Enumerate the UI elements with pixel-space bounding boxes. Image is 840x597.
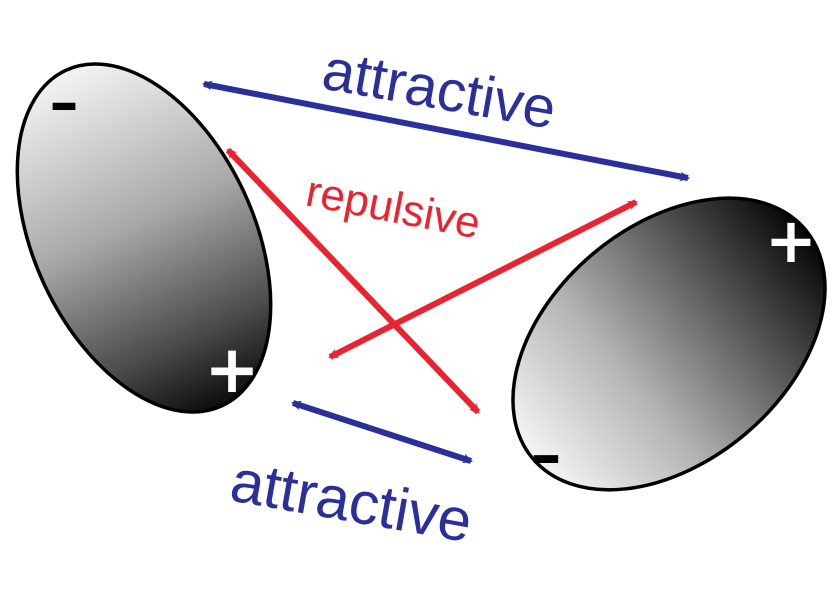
attractive-arrow-bottom [291,400,473,464]
molecule-right-top-charge: + [765,204,817,277]
molecule-left-body [15,62,273,414]
attractive-label-bottom: attractive [226,447,477,555]
attractive-arrow-top [202,80,690,182]
molecule-right: + – [511,196,827,492]
molecule-right-bottom-charge: – [531,418,562,491]
molecule-right-body [511,196,827,492]
molecule-left: – + [15,62,273,414]
repulsive-label: repulsive [302,167,484,249]
repulsive-arrow-right-to-left [328,199,638,360]
molecule-left-top-charge: – [50,68,79,136]
molecule-left-bottom-charge: + [204,331,259,408]
attractive-label-top: attractive [318,37,561,142]
